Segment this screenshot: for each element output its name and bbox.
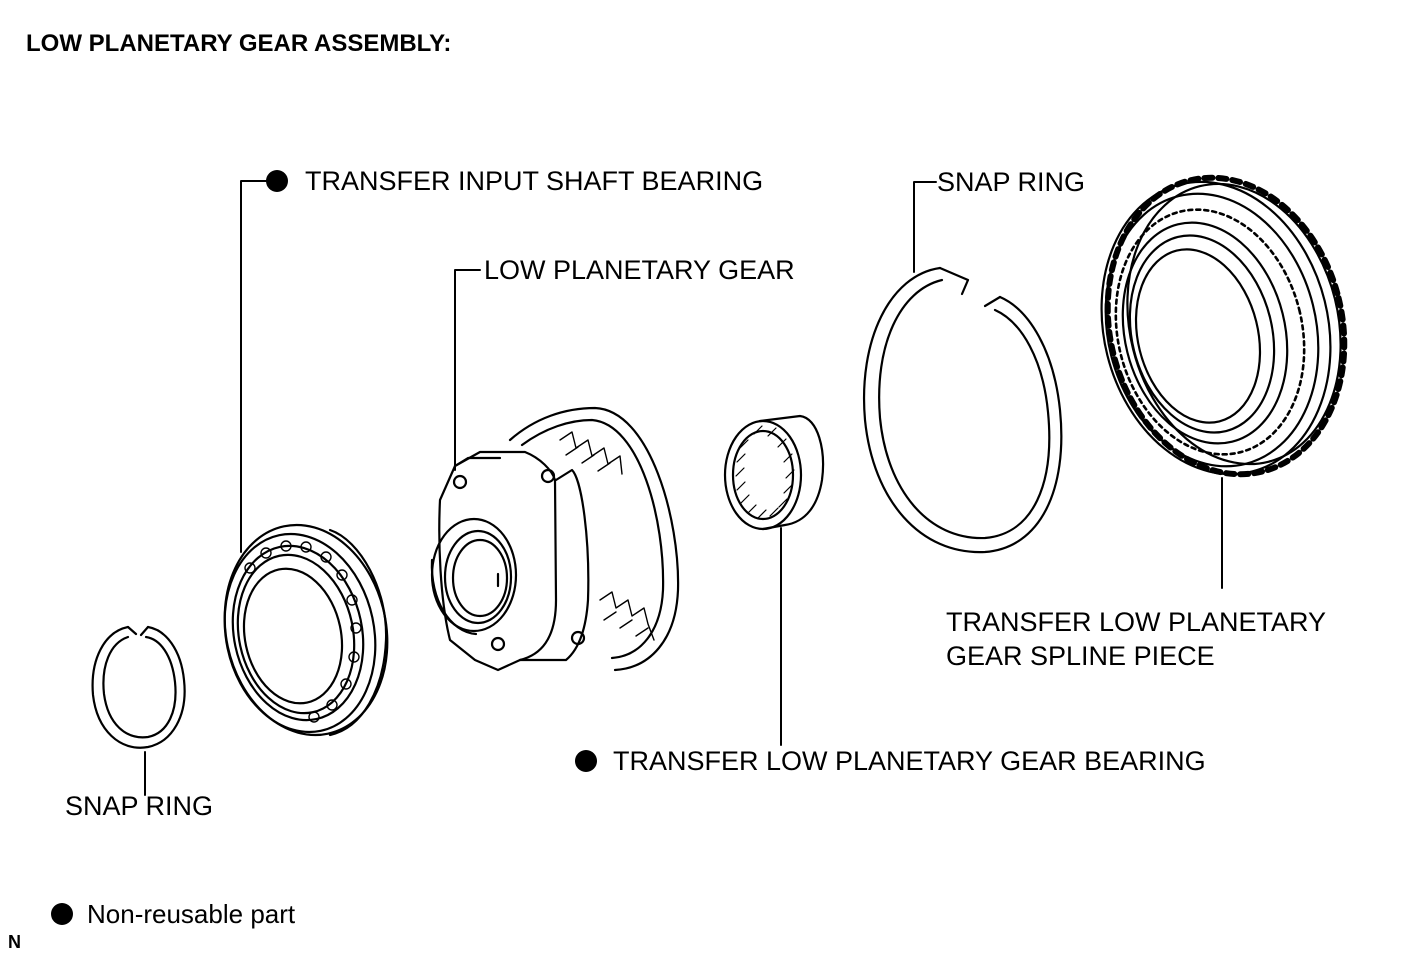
corner-mark: N — [8, 932, 21, 952]
spline-piece-part — [1100, 174, 1348, 478]
leader-lines — [144, 180, 1223, 796]
bearing-balls — [244, 540, 362, 723]
page-title: LOW PLANETARY GEAR ASSEMBLY: — [26, 30, 452, 57]
label-low-planetary-gear: LOW PLANETARY GEAR — [484, 255, 795, 285]
label-spline-piece-line2: GEAR SPLINE PIECE — [946, 641, 1215, 671]
legend-marker — [51, 903, 73, 925]
leader-snap-ring-top — [913, 181, 937, 273]
planet-gear-teeth-lower — [599, 591, 655, 641]
label-input-shaft-bearing: TRANSFER INPUT SHAFT BEARING — [305, 166, 764, 196]
leader-input-bearing — [240, 180, 267, 553]
low-planetary-gear-part — [430, 406, 680, 672]
label-snap-ring-top: SNAP RING — [937, 167, 1086, 197]
planet-gear-teeth-upper — [559, 431, 623, 475]
label-snap-ring-bottom: SNAP RING — [65, 791, 214, 821]
marker-low-gear-bearing — [575, 750, 597, 772]
needle-bearing-part — [723, 414, 825, 531]
snap-ring-large-part — [863, 266, 1063, 554]
marker-input-bearing — [266, 170, 288, 192]
input-shaft-bearing-part — [223, 523, 389, 737]
snap-ring-small-part — [91, 625, 186, 749]
needle-rollers — [735, 425, 795, 519]
label-spline-piece-line1: TRANSFER LOW PLANETARY — [946, 607, 1327, 637]
leader-low-planetary-gear — [454, 269, 481, 471]
non-reusable-markers — [51, 170, 597, 925]
label-low-gear-bearing: TRANSFER LOW PLANETARY GEAR BEARING — [613, 746, 1206, 776]
legend-text: Non-reusable part — [87, 899, 296, 929]
